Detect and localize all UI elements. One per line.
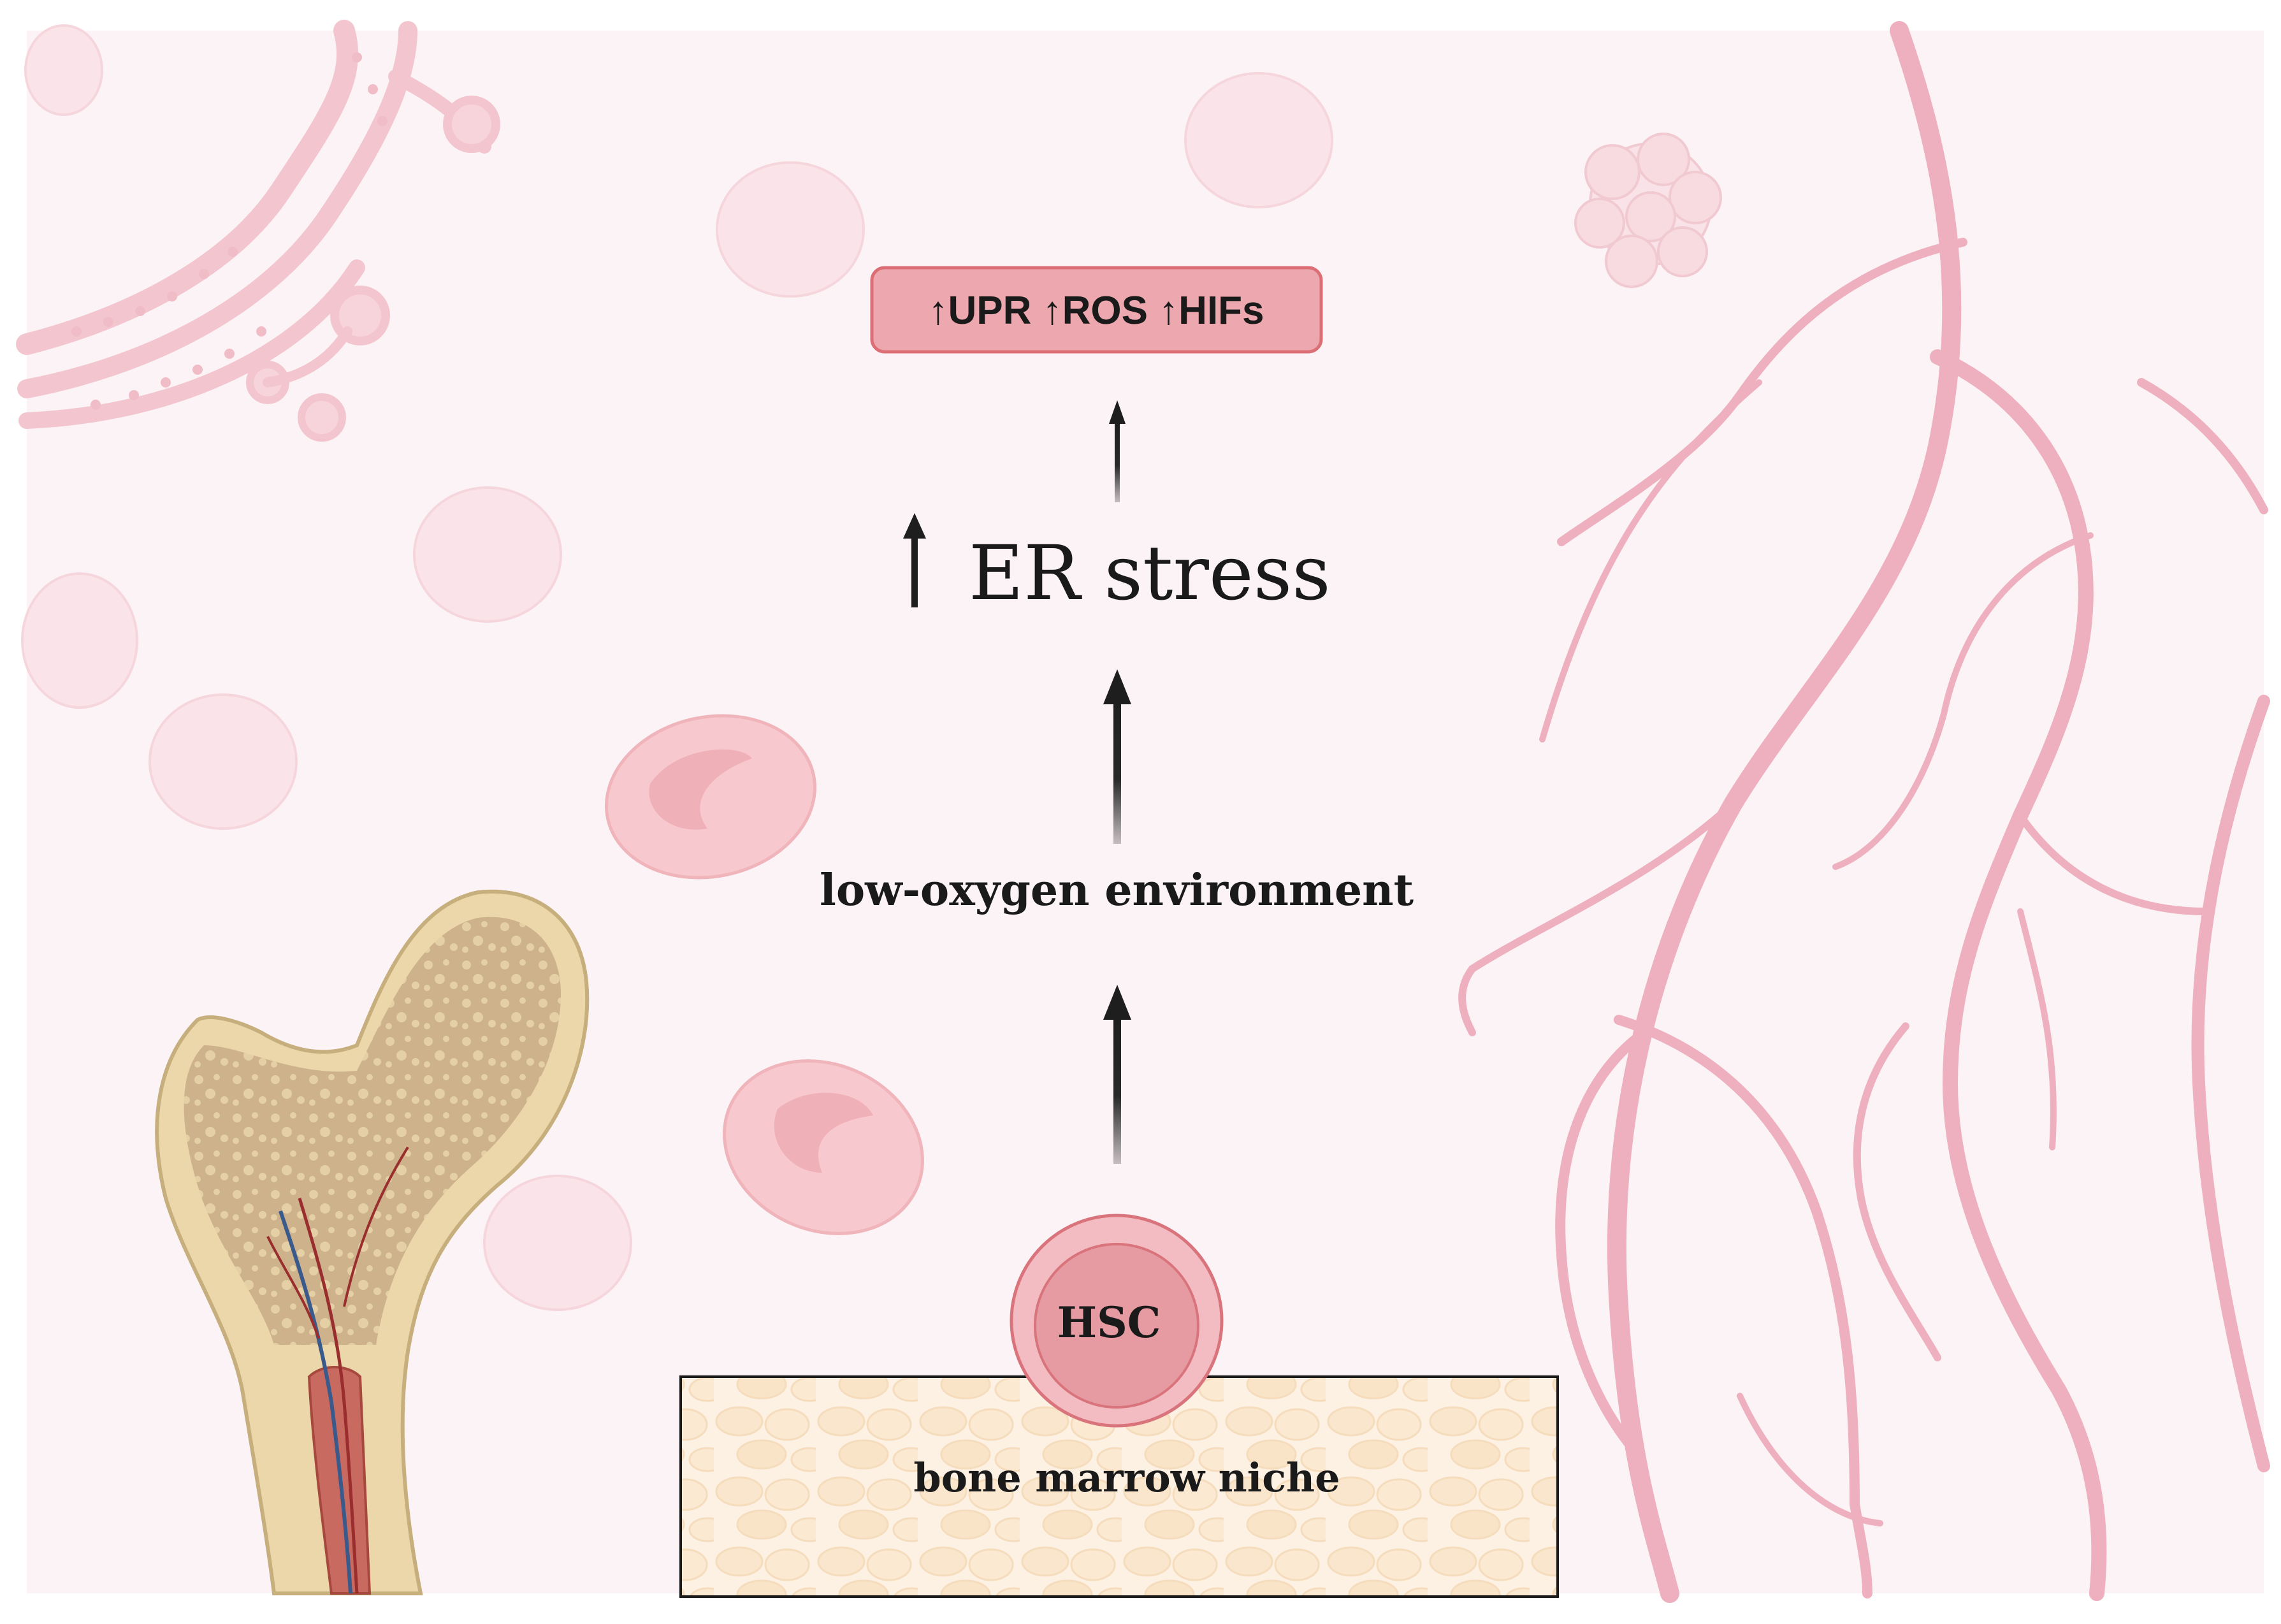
background-cell <box>716 161 865 298</box>
hsc-inner <box>1034 1243 1199 1409</box>
red-blood-cell <box>605 714 816 880</box>
femur-bone-icon <box>155 889 590 1595</box>
er-stress-label: ER stress <box>969 529 1331 617</box>
red-blood-cell <box>723 1059 924 1235</box>
red-blood-cell-icon <box>605 714 924 1235</box>
stress-markers-label: ↑UPR ↑ROS ↑HIFs <box>928 289 1264 333</box>
up-arrow-icon <box>903 513 926 607</box>
hsc-cell: HSC <box>1010 1214 1224 1428</box>
background-cell <box>483 1175 632 1311</box>
arrow-er-stress-to-markers <box>1109 400 1126 502</box>
er-stress: ER stress <box>903 513 1331 617</box>
cell-cluster-icon <box>1574 133 1722 288</box>
background-cell <box>21 572 138 709</box>
environment-label: low-oxygen environment <box>820 865 1414 916</box>
hsc-label: HSC <box>1057 1298 1161 1347</box>
background-cells <box>21 24 1333 1311</box>
background-cell <box>413 486 562 623</box>
arrow-niche-to-environment <box>1103 985 1131 1164</box>
stress-markers-box: ↑UPR ↑ROS ↑HIFs <box>870 266 1323 354</box>
background-cell <box>1184 72 1333 208</box>
background-cell <box>24 24 103 116</box>
blood-vessel-network-icon <box>1458 21 2270 1603</box>
endoplasmic-reticulum-icon <box>16 20 500 442</box>
arrow-environment-to-er-stress <box>1103 669 1131 844</box>
niche-label: bone marrow niche <box>913 1454 1340 1501</box>
background-cell <box>148 693 298 830</box>
